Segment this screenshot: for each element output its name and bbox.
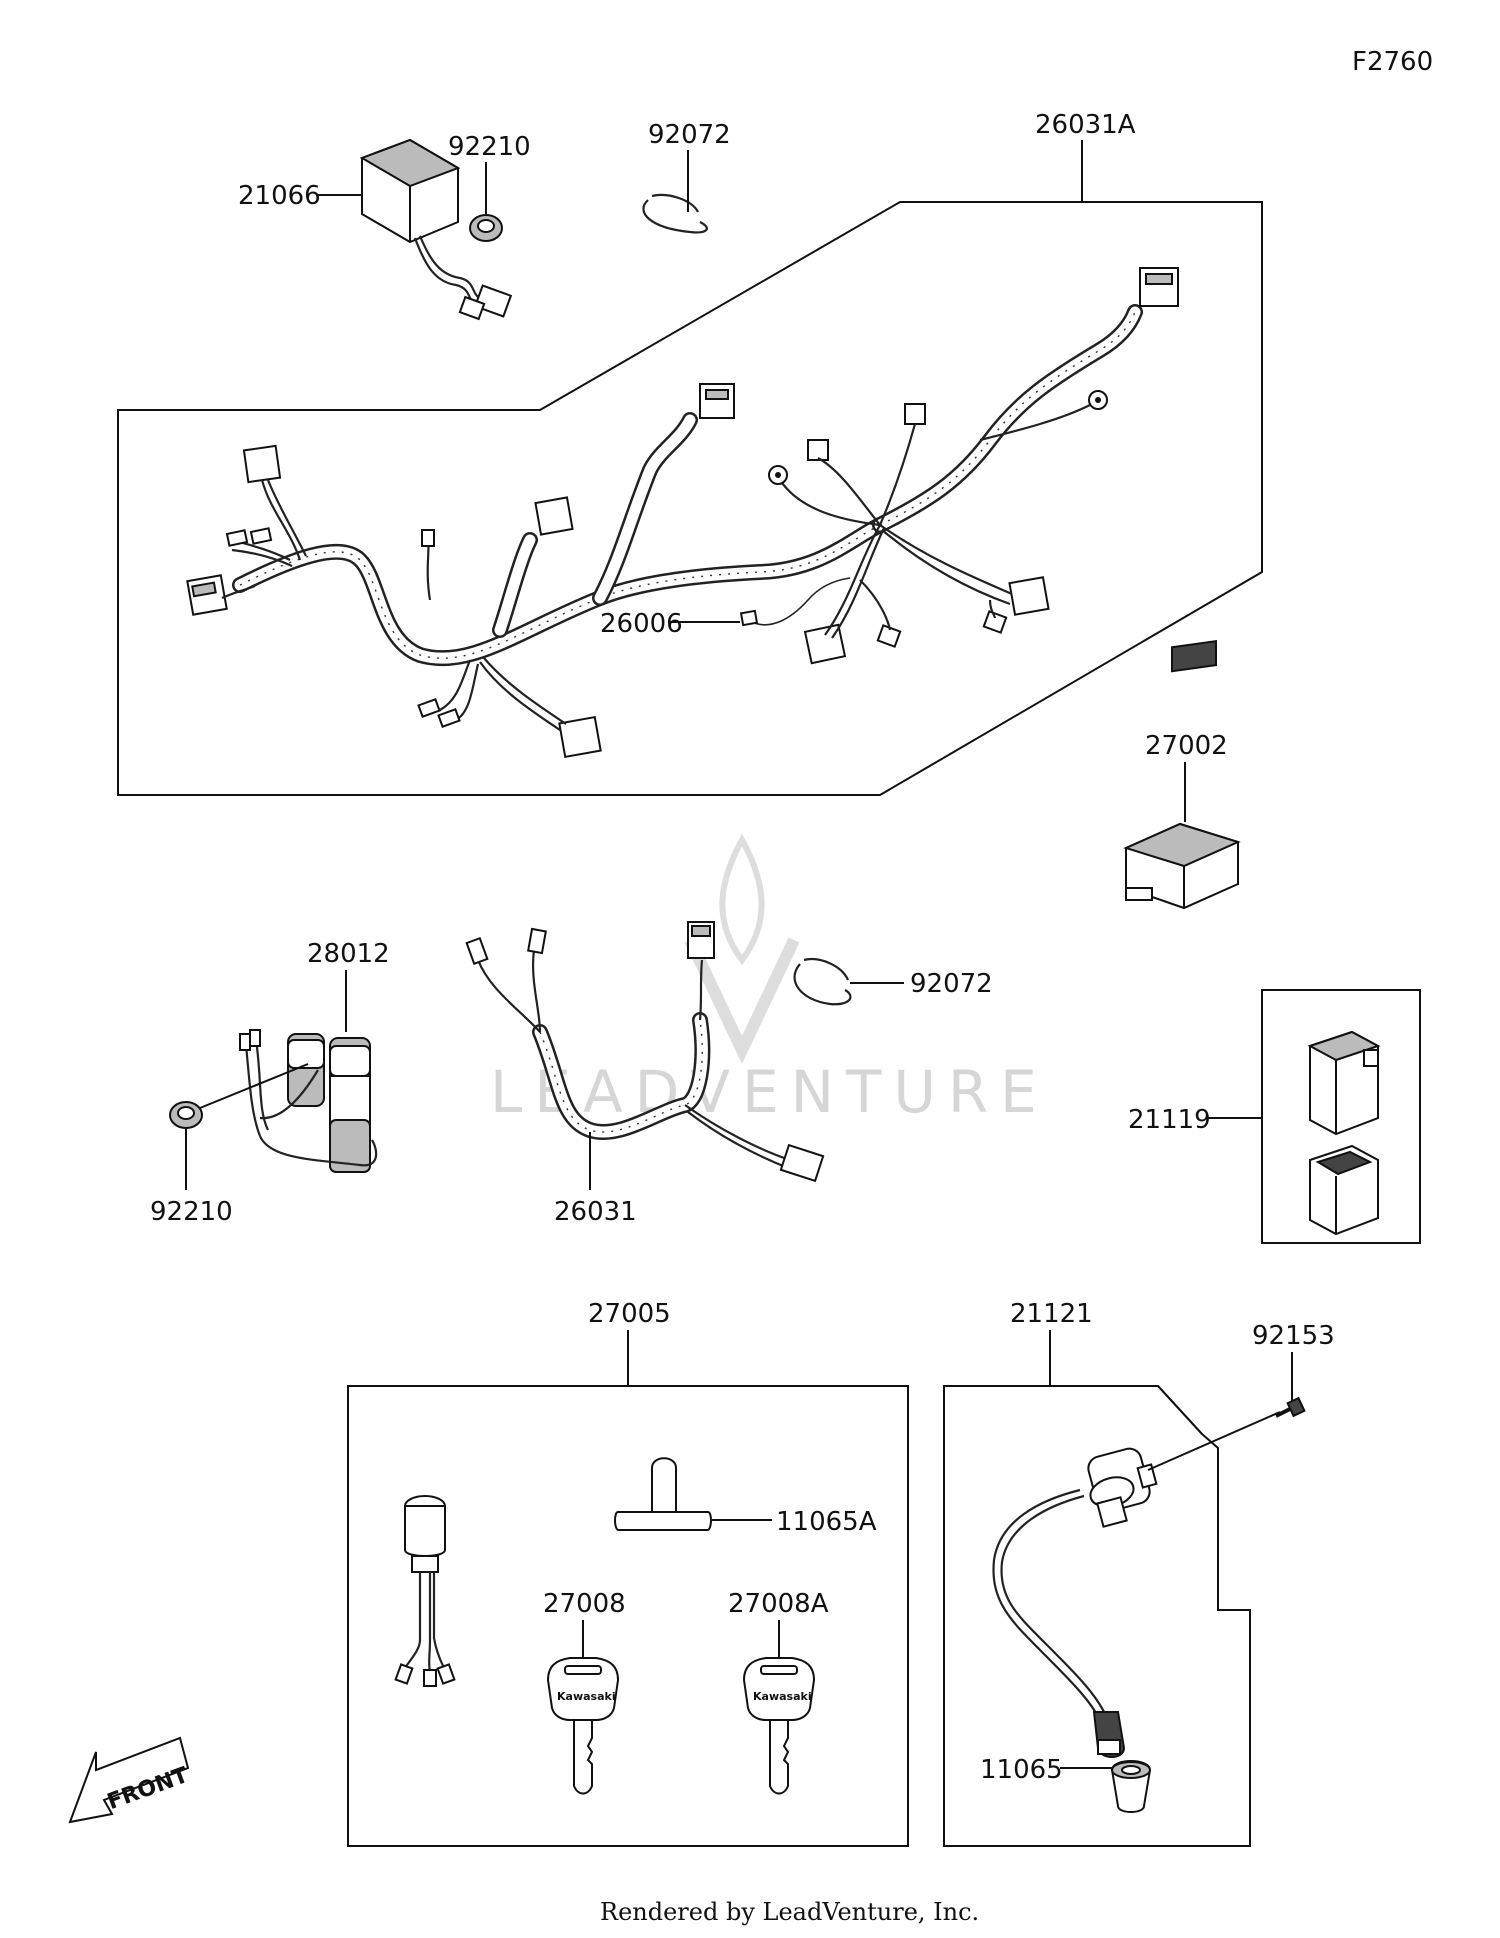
watermark-text: LEADVENTURE bbox=[490, 1058, 1049, 1126]
nut-92210-bottom[interactable] bbox=[169, 1101, 203, 1129]
key-27008[interactable]: Kawasaki bbox=[546, 1657, 620, 1795]
relay-27002[interactable] bbox=[1123, 639, 1241, 910]
sub-harness-26031[interactable] bbox=[465, 921, 825, 1183]
label-11065: 11065 bbox=[980, 1755, 1063, 1785]
ignition-coil-21121[interactable] bbox=[992, 1411, 1281, 1758]
ignition-switch[interactable] bbox=[394, 1495, 456, 1687]
label-28012: 28012 bbox=[307, 939, 390, 969]
label-11065A: 11065A bbox=[776, 1507, 877, 1537]
key-brand-27008: Kawasaki bbox=[557, 1690, 616, 1703]
label-92072-bottom: 92072 bbox=[910, 969, 993, 999]
label-26031: 26031 bbox=[554, 1197, 637, 1227]
label-92072-top: 92072 bbox=[648, 120, 731, 150]
label-26031A: 26031A bbox=[1035, 110, 1136, 140]
label-92153: 92153 bbox=[1252, 1321, 1335, 1351]
nut-92210-top[interactable] bbox=[469, 214, 503, 242]
label-27008: 27008 bbox=[543, 1589, 626, 1619]
label-92210-bottom: 92210 bbox=[150, 1197, 233, 1227]
label-21119: 21119 bbox=[1128, 1105, 1211, 1135]
label-27008A: 27008A bbox=[728, 1589, 829, 1619]
clamp-92072-top[interactable] bbox=[642, 193, 708, 234]
front-arrow: FRONT bbox=[68, 1736, 192, 1824]
watermark: LEADVENTURE bbox=[490, 833, 1049, 1126]
figure-code: F2760 bbox=[1352, 47, 1433, 77]
label-27005: 27005 bbox=[588, 1299, 671, 1329]
regulator-21066[interactable] bbox=[359, 138, 513, 321]
cap-11065[interactable] bbox=[1110, 1760, 1152, 1813]
label-21121: 21121 bbox=[1010, 1299, 1093, 1329]
cap-11065A[interactable] bbox=[614, 1457, 712, 1531]
grip-heater-28012[interactable] bbox=[239, 1029, 378, 1173]
footer-text: Rendered by LeadVenture, Inc. bbox=[600, 1898, 979, 1926]
label-21066: 21066 bbox=[238, 181, 321, 211]
screw-92153[interactable] bbox=[1275, 1396, 1306, 1418]
harness-26031A-frame bbox=[117, 201, 1263, 796]
label-26006: 26006 bbox=[600, 609, 683, 639]
igniter-21119-frame bbox=[1261, 989, 1421, 1244]
clamp-92072-bottom[interactable] bbox=[793, 958, 852, 1006]
key-brand-27008A: Kawasaki bbox=[753, 1690, 812, 1703]
key-27008A[interactable]: Kawasaki bbox=[742, 1657, 816, 1795]
harness-26031A[interactable] bbox=[186, 267, 1179, 759]
label-27002: 27002 bbox=[1145, 731, 1228, 761]
igniter-21119[interactable] bbox=[1307, 1030, 1381, 1236]
label-92210-top: 92210 bbox=[448, 132, 531, 162]
